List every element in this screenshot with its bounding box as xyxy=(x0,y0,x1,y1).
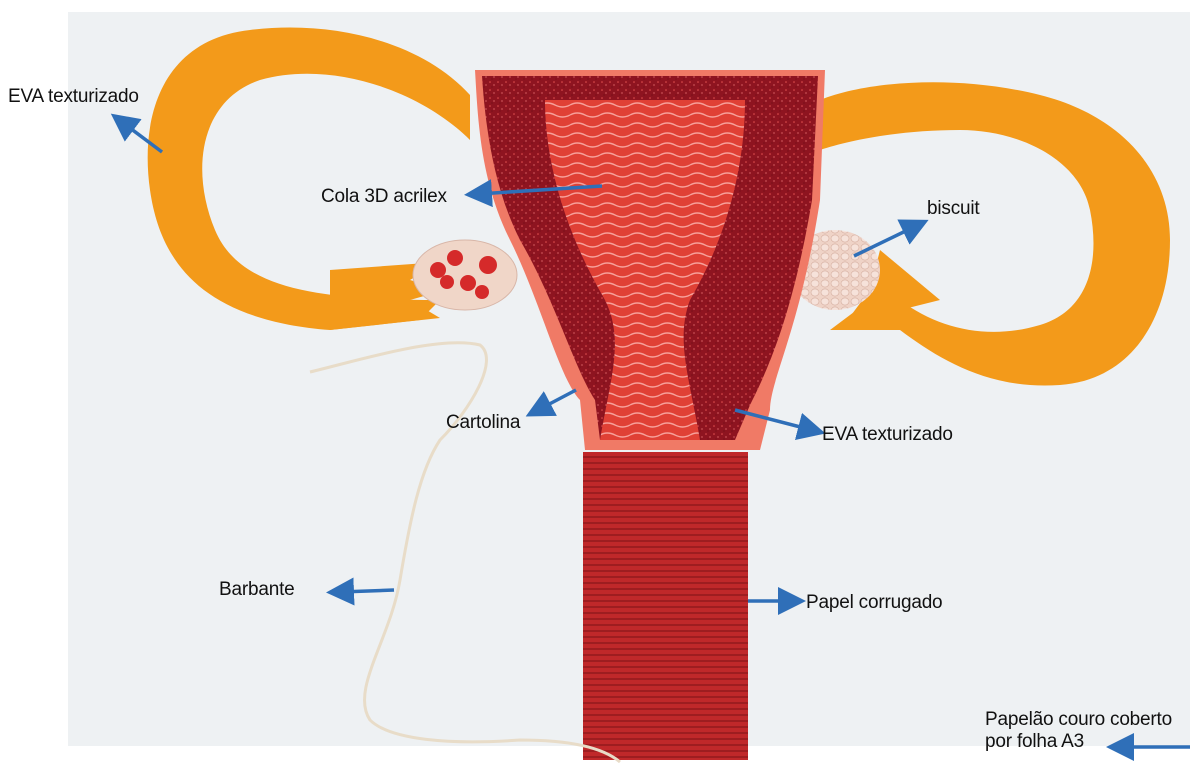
label-eva-top-left: EVA texturizado xyxy=(8,86,139,108)
label-papelao-line2: por folha A3 xyxy=(985,731,1172,753)
left-ovary xyxy=(413,240,517,310)
label-papelao-line1: Papelão couro coberto xyxy=(985,709,1172,731)
arrow-barbante xyxy=(340,590,394,592)
label-barbante: Barbante xyxy=(219,579,295,601)
cervix-corrugated-paper xyxy=(583,452,748,760)
label-cartolina: Cartolina xyxy=(446,412,520,434)
label-papelao: Papelão couro coberto por folha A3 xyxy=(985,709,1172,753)
label-eva-center: EVA texturizado xyxy=(822,424,953,446)
label-biscuit: biscuit xyxy=(927,198,979,220)
label-papel-corrugado: Papel corrugado xyxy=(806,592,942,614)
label-cola-3d: Cola 3D acrilex xyxy=(321,186,447,208)
